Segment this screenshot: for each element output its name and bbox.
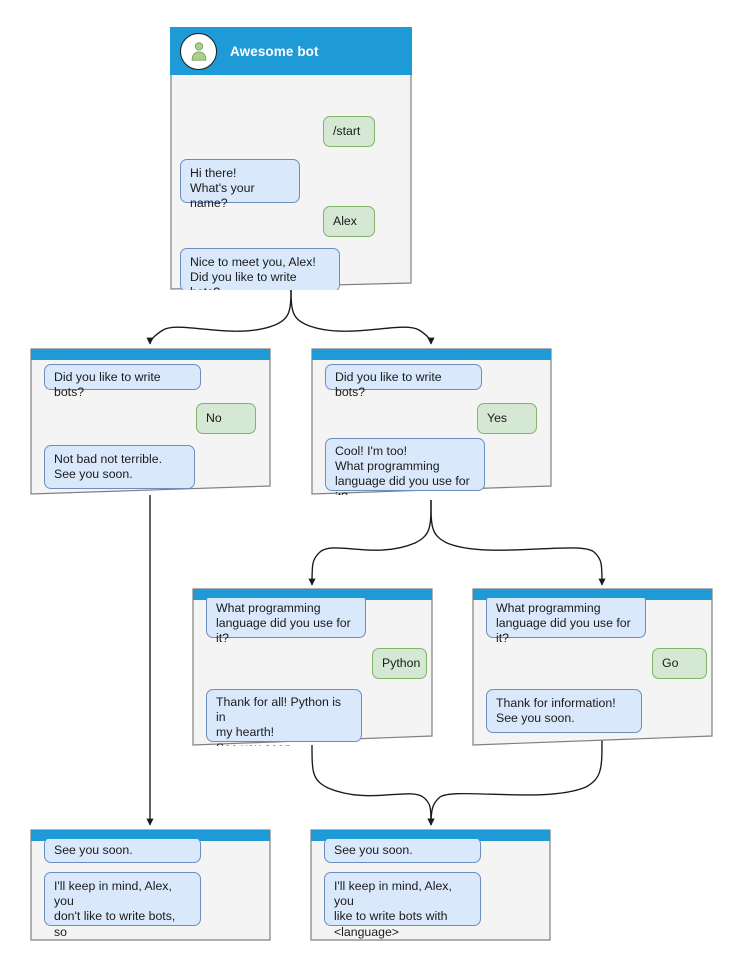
- card-python-branch-chat: What programming language did you use fo…: [192, 598, 433, 746]
- person-avatar-icon: [180, 32, 217, 70]
- bubble-user-go[interactable]: Go: [652, 648, 707, 679]
- card-root-title: Awesome bot: [230, 43, 319, 59]
- card-root-chat: /start Hi there! What's your name? Alex …: [170, 75, 412, 290]
- bubble-bot-greeting[interactable]: Hi there! What's your name?: [180, 159, 300, 210]
- bubble-bot-not-bad[interactable]: Not bad not terrible. See you soon.: [44, 445, 195, 489]
- bubble-bot-what-language[interactable]: What programming language did you use fo…: [206, 598, 366, 645]
- card-end-no-chat: See you soon. I'll keep in mind, Alex, y…: [30, 839, 271, 941]
- card-root-header: Awesome bot: [170, 27, 412, 75]
- card-end-yes-chat: See you soon. I'll keep in mind, Alex, y…: [310, 839, 551, 941]
- bubble-bot-did-you-like[interactable]: Did you like to write bots?: [325, 364, 482, 399]
- card-no-branch-header: [31, 349, 270, 360]
- edge-python-to-end-yes: [311, 744, 435, 826]
- card-end-yes[interactable]: See you soon. I'll keep in mind, Alex, y…: [310, 829, 551, 941]
- bubble-bot-thank-for-information[interactable]: Thank for information! See you soon.: [486, 689, 642, 733]
- card-go-branch-header: [473, 589, 712, 600]
- edge-root-to-yes: [290, 282, 435, 345]
- card-end-no-header: [31, 830, 270, 841]
- card-yes-branch-header: [312, 349, 551, 360]
- bubble-bot-see-you-soon[interactable]: See you soon.: [44, 839, 201, 863]
- edge-yes-to-go: [430, 499, 606, 586]
- bubble-bot-cool-im-too[interactable]: Cool! I'm too! What programming language…: [325, 438, 485, 495]
- bubble-bot-what-language[interactable]: What programming language did you use fo…: [486, 598, 646, 645]
- bubble-bot-see-you-soon[interactable]: See you soon.: [324, 839, 481, 863]
- card-no-branch-chat: Did you like to write bots? No Not bad n…: [30, 360, 271, 495]
- bubble-bot-keep-in-mind-no[interactable]: I'll keep in mind, Alex, you don't like …: [44, 872, 201, 941]
- card-root[interactable]: Awesome bot /start Hi there! What's your…: [170, 27, 412, 290]
- card-end-no[interactable]: See you soon. I'll keep in mind, Alex, y…: [30, 829, 271, 941]
- bubble-bot-did-you-like[interactable]: Did you like to write bots?: [44, 364, 201, 399]
- person-glyph: [191, 42, 206, 61]
- card-end-yes-header: [311, 830, 550, 841]
- bubble-user-yes[interactable]: Yes: [477, 403, 537, 434]
- bubble-user-name[interactable]: Alex: [323, 206, 375, 237]
- card-python-branch-header: [193, 589, 432, 600]
- card-go-branch[interactable]: What programming language did you use fo…: [472, 588, 713, 746]
- bubble-bot-thank-for-all[interactable]: Thank for all! Python is in my hearth! S…: [206, 689, 362, 746]
- card-go-branch-chat: What programming language did you use fo…: [472, 598, 713, 746]
- bubble-user-no[interactable]: No: [196, 403, 256, 434]
- card-yes-branch[interactable]: Did you like to write bots? Yes Cool! I'…: [311, 348, 552, 495]
- bubble-user-start[interactable]: /start: [323, 116, 375, 147]
- card-no-branch[interactable]: Did you like to write bots? No Not bad n…: [30, 348, 271, 495]
- edge-go-to-end-yes: [427, 739, 603, 826]
- edge-yes-to-python: [308, 499, 432, 586]
- bubble-bot-nice-to-meet[interactable]: Nice to meet you, Alex! Did you like to …: [180, 248, 340, 290]
- edge-root-to-no: [146, 282, 292, 345]
- bubble-bot-keep-in-mind-yes[interactable]: I'll keep in mind, Alex, you like to wri…: [324, 872, 481, 939]
- card-python-branch[interactable]: What programming language did you use fo…: [192, 588, 433, 746]
- card-yes-branch-chat: Did you like to write bots? Yes Cool! I'…: [311, 360, 552, 495]
- bubble-user-python[interactable]: Python: [372, 648, 427, 679]
